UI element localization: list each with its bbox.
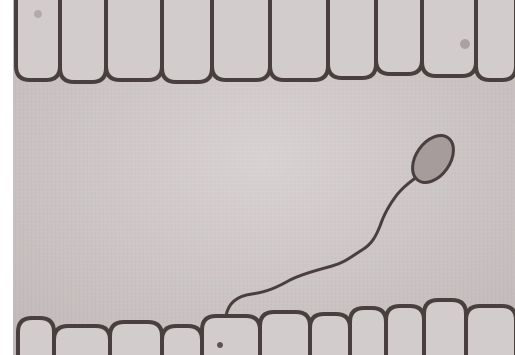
cell (110, 322, 162, 355)
cell (376, 0, 422, 74)
cell (328, 0, 376, 78)
cell (202, 316, 260, 355)
stain-mark (217, 342, 223, 348)
cell (350, 308, 386, 355)
cell (18, 318, 54, 355)
stain-mark (34, 10, 42, 18)
top-cell-row (16, 0, 515, 82)
cell (162, 0, 212, 82)
cell (60, 0, 106, 82)
cell (310, 314, 350, 355)
cell (260, 312, 310, 355)
cell (54, 326, 110, 355)
cell (422, 0, 476, 76)
cell (424, 300, 466, 355)
cell (270, 0, 328, 80)
cell (476, 0, 515, 80)
stain-mark (460, 39, 470, 49)
cell (466, 306, 515, 355)
cell (386, 306, 424, 355)
cell (106, 0, 162, 80)
cell (162, 326, 202, 355)
cell (212, 0, 270, 80)
